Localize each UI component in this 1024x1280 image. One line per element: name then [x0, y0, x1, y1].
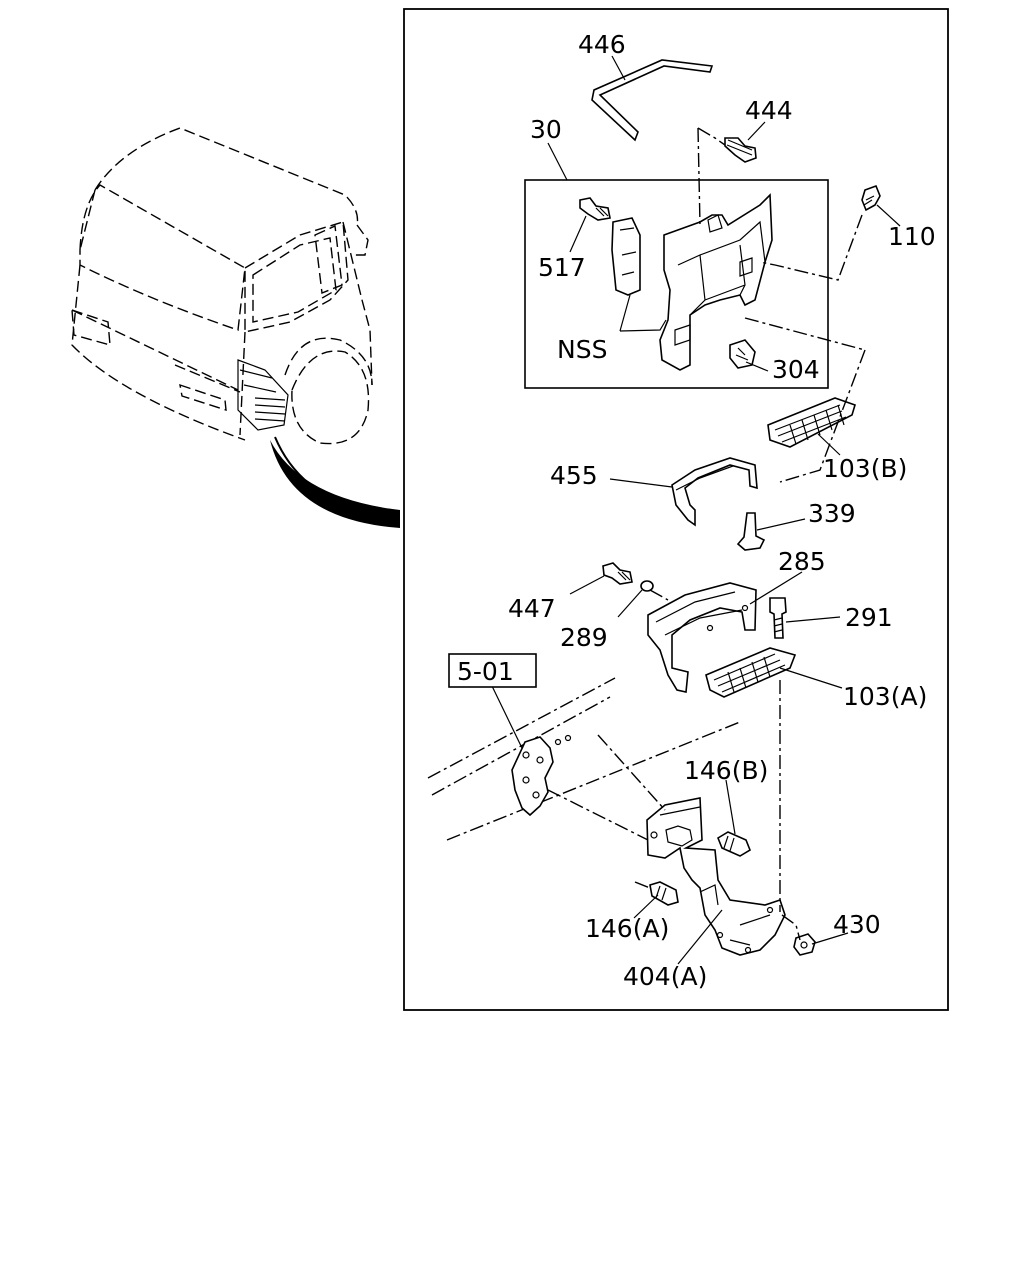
label-ref-5-01: 5-01	[457, 657, 514, 686]
label-447: 447	[508, 594, 556, 623]
part-430-nut	[793, 933, 816, 956]
label-146a: 146(A)	[585, 914, 669, 943]
label-339: 339	[808, 499, 856, 528]
label-430: 430	[833, 910, 881, 939]
truck-cab-overview	[71, 127, 400, 528]
label-nss: NSS	[557, 335, 607, 364]
part-103b-step	[767, 397, 856, 448]
part-110-screw	[861, 184, 881, 212]
part-146b-bolt	[717, 831, 751, 857]
label-304: 304	[772, 355, 820, 384]
part-labels: 446 444 30 110 517 NSS 304 103(B) 455 33…	[457, 30, 936, 991]
part-339-pin	[736, 512, 766, 551]
label-285: 285	[778, 547, 826, 576]
part-103a-step	[705, 647, 797, 698]
leader-lines	[491, 55, 901, 965]
chassis-frame	[427, 677, 741, 841]
assembly-lines	[547, 127, 866, 941]
label-103b: 103(B)	[823, 454, 907, 483]
label-146b: 146(B)	[684, 756, 768, 785]
part-304-clip	[729, 339, 756, 369]
label-455: 455	[550, 461, 598, 490]
part-444-bolt	[724, 137, 757, 163]
label-517: 517	[538, 253, 586, 282]
label-103a: 103(A)	[843, 682, 927, 711]
part-291-bolt	[769, 597, 787, 639]
part-146a-bolt	[649, 881, 679, 906]
label-444: 444	[745, 96, 793, 125]
label-30: 30	[530, 115, 562, 144]
part-447-bolt	[602, 562, 633, 585]
part-289-washer	[640, 580, 654, 592]
part-285-bracket	[647, 582, 757, 693]
part-517-bolt	[579, 197, 611, 221]
label-110: 110	[888, 222, 936, 251]
part-446-rod	[591, 59, 714, 142]
assembly-30-box	[524, 179, 829, 389]
part-455-bracket	[671, 457, 758, 527]
label-291: 291	[845, 603, 893, 632]
part-404a-bracket	[646, 797, 786, 956]
detail-frame	[403, 8, 949, 1011]
part-30-bracket	[611, 193, 773, 371]
reference-box-5-01	[448, 653, 537, 688]
label-289: 289	[560, 623, 608, 652]
label-446: 446	[578, 30, 626, 59]
label-404a: 404(A)	[623, 962, 707, 991]
